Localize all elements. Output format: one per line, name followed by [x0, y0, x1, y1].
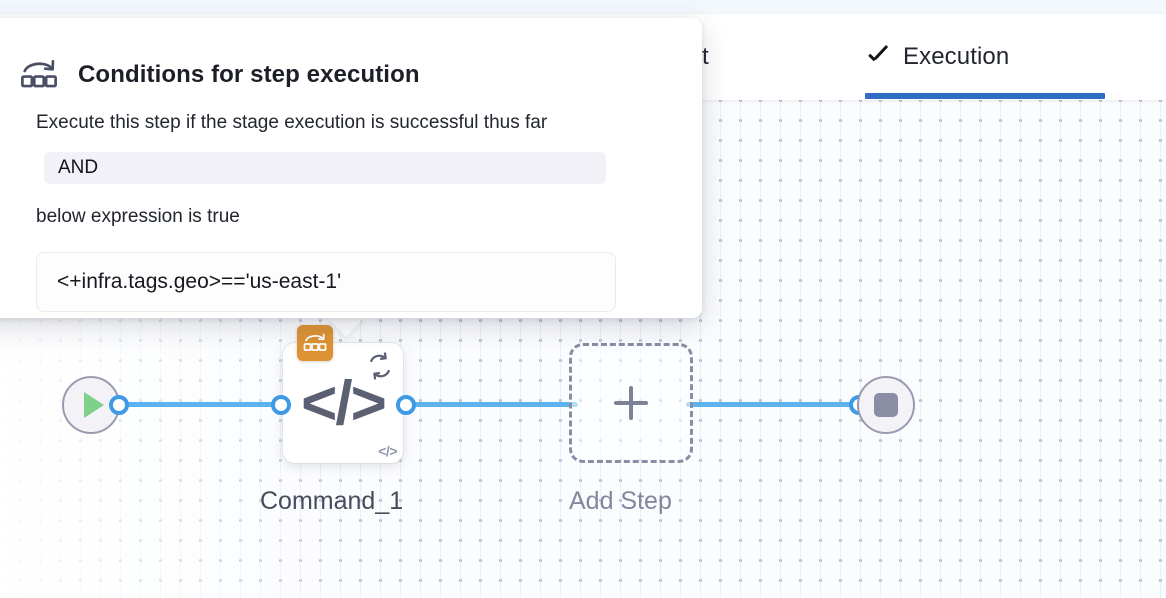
port-step-out[interactable]: [396, 395, 416, 415]
step-node-label: Command_1: [260, 487, 404, 515]
tab-execution[interactable]: Execution: [865, 14, 1009, 100]
conditions-popover: Conditions for step execution Execute th…: [0, 18, 702, 318]
condition-successful-text: Execute this step if the stage execution…: [36, 112, 548, 133]
port-start-out[interactable]: [109, 395, 129, 415]
pipeline-end-node[interactable]: [857, 376, 915, 434]
logical-operator-select[interactable]: AND: [44, 152, 606, 184]
tab-execution-label: Execution: [903, 43, 1010, 70]
port-step-in[interactable]: [271, 395, 291, 415]
condition-expression-input[interactable]: <+infra.tags.geo>=='us-east-1': [36, 252, 616, 312]
edge-step-to-addstep: [398, 402, 578, 407]
code-icon: </>: [301, 368, 387, 438]
edge-start-to-step: [110, 402, 310, 407]
tab-active-underline: [865, 93, 1105, 99]
loop-retry-icon: [370, 352, 390, 380]
popover-header: Conditions for step execution: [18, 56, 420, 94]
popover-tail: [327, 317, 365, 337]
popover-title: Conditions for step execution: [78, 61, 420, 88]
edge-addstep-to-end: [686, 402, 866, 407]
stop-icon: [874, 393, 898, 417]
conditional-execution-glyph: [303, 333, 327, 351]
play-icon: [84, 392, 104, 418]
check-icon: [865, 44, 891, 70]
pipeline-start-node[interactable]: [62, 376, 120, 434]
plus-icon: [614, 386, 648, 420]
add-step-button[interactable]: [569, 343, 693, 463]
conditional-execution-icon: [21, 60, 57, 88]
code-icon-small: </>: [378, 443, 397, 459]
step-node-command-1[interactable]: </> </>: [283, 325, 403, 463]
condition-expression-text: below expression is true: [36, 206, 240, 227]
add-step-label: Add Step: [569, 487, 672, 515]
